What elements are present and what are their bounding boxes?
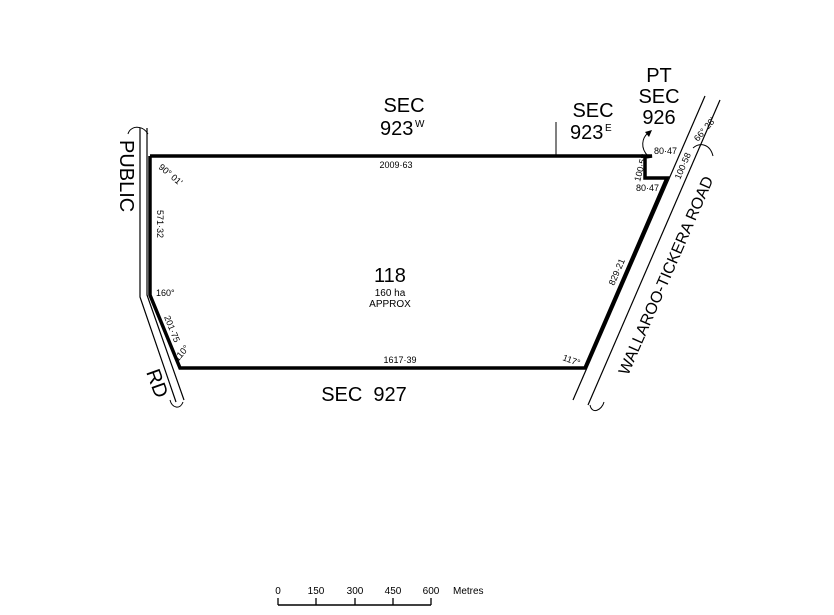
wallaroo-road-edge-west xyxy=(572,95,706,401)
scale-unit: Metres xyxy=(453,586,484,597)
sec-926-label: SEC xyxy=(638,86,679,108)
road-arrow-icon xyxy=(692,144,714,157)
road-arrow-icon xyxy=(169,399,184,408)
angle-nw: 90° 01' xyxy=(157,162,185,188)
boundary-arrow-icon xyxy=(642,132,649,157)
wallaroo-tickera-road-label: WALLAROO-TICKERA ROAD xyxy=(616,174,717,378)
public-road-label: PUBLIC xyxy=(115,140,137,212)
dim-south: 1617·39 xyxy=(383,355,416,365)
road-arrow-icon xyxy=(127,126,149,135)
parcel-approx: APPROX xyxy=(369,299,411,310)
sec-923w-label: SEC xyxy=(383,95,424,117)
wallaroo-road-edge-east xyxy=(587,99,721,406)
dim-notch-bottom: 80·47 xyxy=(636,183,659,193)
parcel-number: 118 xyxy=(374,265,406,287)
angle-sw: 110° xyxy=(172,343,191,363)
parcel-area: 160 ha xyxy=(375,288,406,299)
sec-923e-label: SEC xyxy=(572,100,613,122)
pt-label: PT xyxy=(646,65,672,87)
scale-label: 0 xyxy=(275,586,281,597)
scale-label: 600 xyxy=(423,586,440,597)
road-arrow-icon xyxy=(589,401,605,412)
rd-label: RD xyxy=(141,366,172,401)
scale-label: 150 xyxy=(308,586,325,597)
public-road-edge-inner xyxy=(146,128,185,401)
angle-road: 66° 28' xyxy=(692,115,718,143)
sec-923e-num: 923 xyxy=(570,122,603,144)
angle-w: 160° xyxy=(156,288,175,298)
sec-923w-sup: W xyxy=(415,119,425,130)
dim-west-upper: 571·32 xyxy=(155,210,165,238)
dim-notch-top: 80·47 xyxy=(654,146,677,156)
scale-label: 450 xyxy=(385,586,402,597)
scale-bar: 0 150 300 450 600 Metres xyxy=(275,586,484,606)
arrowhead-icon xyxy=(645,130,652,137)
parcel-boundary xyxy=(148,154,670,370)
sec-926-num: 926 xyxy=(642,107,675,129)
sec-923w-num: 923 xyxy=(380,118,413,140)
scale-label: 300 xyxy=(347,586,364,597)
sec-927-label: SEC 927 xyxy=(321,384,407,406)
dim-north: 2009·63 xyxy=(379,160,412,170)
public-road-edge-outer xyxy=(139,128,177,403)
angle-se: 117° xyxy=(561,352,582,368)
sec-923e-sup: E xyxy=(605,123,612,134)
